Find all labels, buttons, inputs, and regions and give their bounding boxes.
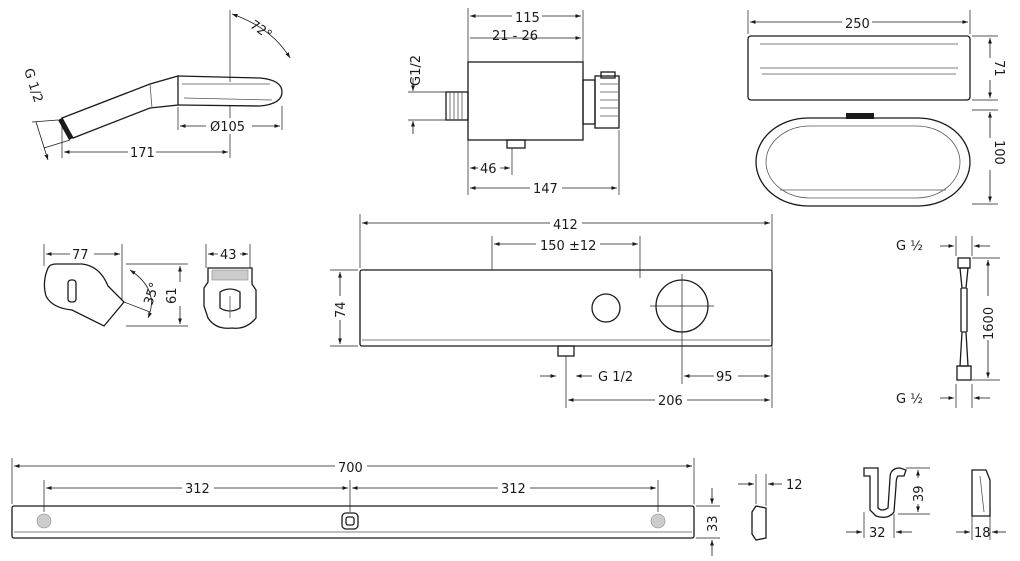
rail-height-label: 33 — [706, 515, 721, 532]
hand-shower-view: 72° Ø105 171 G 1/2 — [20, 10, 291, 161]
clip-view: 18 — [956, 469, 1006, 541]
shelf-width-label: 250 — [845, 17, 870, 32]
thermostat-offset-total-label: 206 — [658, 394, 683, 409]
thermostat-width-label: 412 — [553, 218, 578, 233]
hose-thread-bottom-label: G ½ — [896, 392, 923, 407]
hand-shower-thread-label: G 1/2 — [20, 67, 45, 105]
end-cap-shape — [751, 474, 767, 541]
thermostat-height-label: 74 — [334, 301, 349, 318]
holder-width-label: 43 — [220, 248, 237, 263]
hook-shape — [863, 467, 930, 538]
hook-height-label: 39 — [912, 485, 927, 502]
mixer-range-label: 21 - 26 — [492, 29, 538, 44]
thermostat-shape — [330, 214, 773, 408]
thermostat-stop-button — [591, 293, 621, 323]
spout-height-label: 61 — [165, 287, 180, 304]
end-cap-view: 12 — [738, 474, 803, 541]
holder-shape — [203, 244, 257, 329]
spout-angle-label: 35° — [142, 281, 163, 308]
clip-shape — [971, 469, 991, 540]
hand-shower-shape — [31, 10, 283, 158]
rail-spacing-left-label: 312 — [185, 482, 210, 497]
hose-view: G ½ 1600 G ½ — [896, 236, 1000, 408]
shelf-height-label: 71 — [991, 60, 1006, 77]
end-cap-width-label: 12 — [786, 478, 803, 493]
hand-shower-diameter-label: Ø105 — [210, 120, 245, 135]
rail-shape — [11, 458, 720, 539]
mixer-depth-total-label: 147 — [533, 182, 558, 197]
spout-view: 77 35° 61 — [43, 244, 188, 327]
rail-view: 700 312 312 33 — [11, 458, 721, 556]
mixer-side-view: 115 21 - 26 G1/2 46 147 — [408, 8, 620, 197]
hand-shower-angle-label: 72° — [247, 18, 274, 44]
hook-view: 39 32 — [846, 467, 930, 541]
shelf-shape — [747, 10, 998, 207]
hand-shower-length-label: 171 — [130, 146, 155, 161]
mixer-depth-small-label: 46 — [480, 162, 497, 177]
thermostat-spacing-label: 150 ±12 — [540, 239, 596, 254]
thermostat-view: 412 150 ±12 74 G 1/2 95 206 — [330, 214, 773, 409]
rail-length-label: 700 — [338, 461, 363, 476]
thermostat-offset-right-label: 95 — [716, 370, 733, 385]
spout-length-label: 77 — [72, 248, 89, 263]
mixer-width-label: 115 — [515, 11, 540, 26]
holder-view: 43 — [203, 244, 257, 329]
hook-width-label: 32 — [869, 526, 886, 541]
hose-thread-top-label: G ½ — [896, 239, 923, 254]
rail-spacing-right-label: 312 — [501, 482, 526, 497]
hose-length-label: 1600 — [982, 307, 997, 340]
clip-width-label: 18 — [974, 526, 991, 541]
shelf-view: 250 71 100 — [747, 10, 1006, 207]
hose-shape — [955, 236, 1000, 408]
mixer-thread-label: G1/2 — [409, 55, 424, 86]
shelf-depth-label: 100 — [991, 140, 1006, 165]
spout-shape — [43, 244, 188, 327]
thermostat-thread-label: G 1/2 — [598, 370, 633, 385]
mixer-side-shape — [408, 8, 620, 195]
